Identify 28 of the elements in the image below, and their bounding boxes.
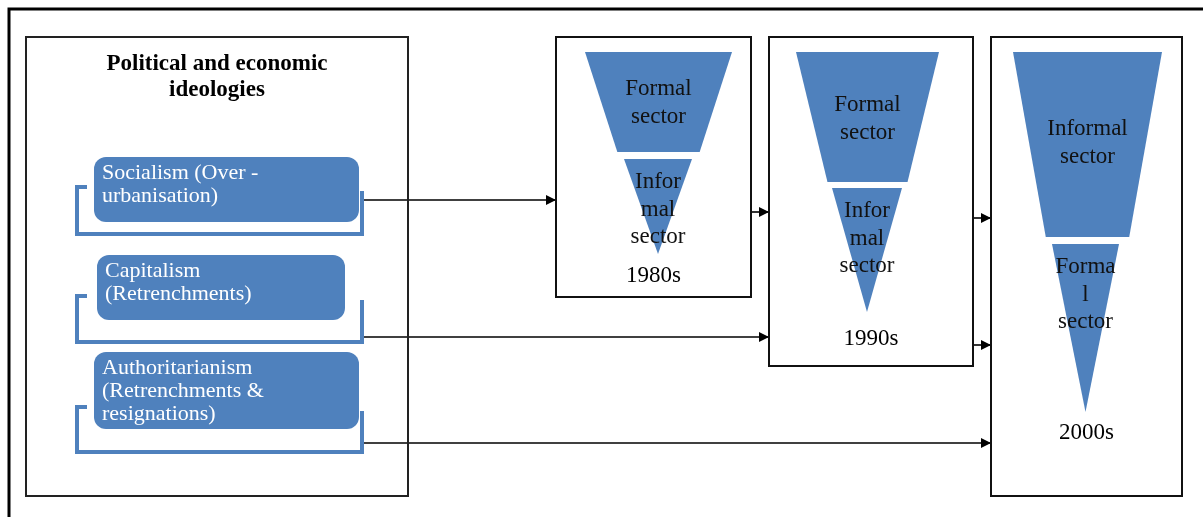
ideology-label: Capitalism (Retrenchments) [105, 258, 253, 305]
decade-label: 1990s [842, 324, 900, 351]
arrow [973, 340, 991, 350]
ideology-label: Socialism (Over - urbanisation) [102, 160, 260, 207]
sector-triangle [1052, 244, 1119, 412]
decade-label: 2000s [1058, 418, 1115, 445]
ideology-label: Authoritarianism (Retrenchments & resignations) [102, 355, 265, 425]
panel-title: Political and economic ideologies [105, 50, 329, 103]
sector-label: Informal sector [1046, 114, 1129, 170]
decade-label: 1980s [625, 261, 682, 288]
ideology-panel [25, 36, 409, 497]
decade-box [990, 36, 1183, 497]
arrow [361, 332, 769, 342]
decade-box [768, 36, 974, 367]
ideology-box [75, 157, 365, 236]
sector-label: Formal sector [624, 74, 693, 130]
arrow [751, 207, 769, 217]
sector-label: Formal sector [833, 90, 902, 146]
sector-triangle [832, 188, 902, 312]
arrow [361, 438, 991, 448]
arrow [973, 213, 991, 223]
ideology-box [75, 255, 365, 344]
decade-box [555, 36, 752, 298]
ideology-box [75, 352, 365, 454]
sector-trapezoid [585, 52, 732, 152]
sector-trapezoid [796, 52, 939, 182]
arrow [361, 195, 556, 205]
sector-trapezoid [1013, 52, 1162, 237]
